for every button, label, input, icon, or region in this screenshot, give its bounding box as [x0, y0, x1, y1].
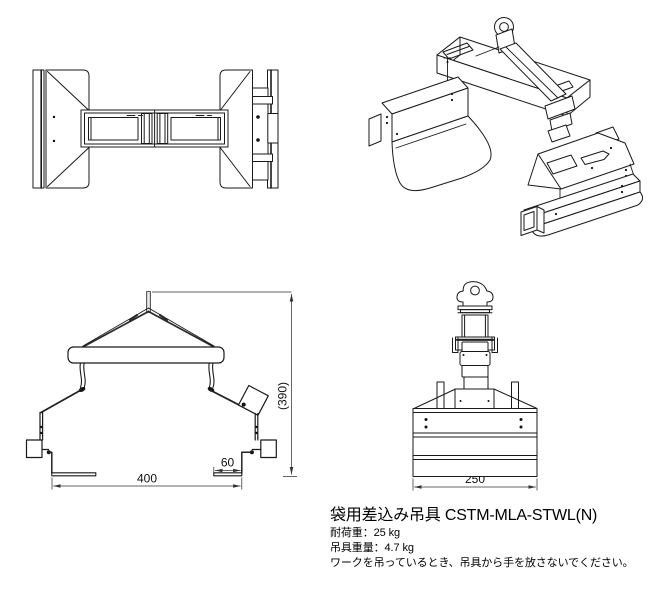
side-view-geometry: [412, 281, 538, 477]
side-view-drawing: 250: [412, 281, 538, 491]
plan-view-drawing: [32, 69, 279, 189]
load-capacity-text: 耐荷重：25 kg: [330, 527, 401, 539]
dim-front-span-label: 400: [137, 472, 157, 486]
product-title: 袋用差込み吊具 CSTM-MLA-STWL(N): [330, 507, 598, 524]
front-view-dimensions: [51, 291, 297, 490]
tool-weight-text: 吊具重量：4.7 kg: [330, 542, 414, 554]
plan-view-geometry: [32, 69, 279, 189]
dim-front-insert-label: 60: [221, 456, 235, 470]
side-view-dimensions: [412, 478, 538, 491]
isometric-view-drawing: [368, 17, 644, 237]
caution-text: ワークを吊っているとき、吊具から手を放さないでください。: [330, 557, 634, 569]
front-view-geometry: [25, 290, 277, 477]
dim-front-height-label: (390): [276, 382, 290, 410]
title-block: 袋用差込み吊具 CSTM-MLA-STWL(N) 耐荷重：25 kg 吊具重量：…: [330, 506, 658, 571]
isometric-geometry: [368, 17, 644, 237]
front-view-drawing: 400 60 (390): [25, 290, 297, 490]
